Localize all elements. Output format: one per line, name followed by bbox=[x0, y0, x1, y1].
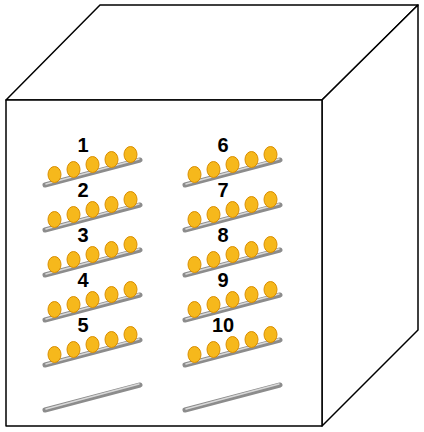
egg bbox=[245, 197, 258, 213]
egg-shelf bbox=[185, 237, 280, 276]
egg bbox=[48, 347, 61, 363]
callout-number: 8 bbox=[217, 225, 228, 245]
egg bbox=[264, 147, 277, 163]
egg-shelf bbox=[45, 237, 140, 276]
callout-number: 6 bbox=[217, 135, 228, 155]
egg bbox=[105, 152, 118, 168]
shelf-highlight bbox=[186, 384, 279, 409]
callout-number: 1 bbox=[77, 135, 88, 155]
egg bbox=[105, 287, 118, 303]
egg bbox=[226, 247, 239, 263]
egg-shelf bbox=[185, 384, 280, 410]
egg bbox=[207, 297, 220, 313]
egg bbox=[124, 192, 137, 208]
egg bbox=[188, 212, 201, 228]
egg bbox=[226, 337, 239, 353]
egg bbox=[48, 167, 61, 183]
shelf-group bbox=[45, 147, 280, 411]
egg bbox=[67, 297, 80, 313]
egg bbox=[245, 152, 258, 168]
egg bbox=[207, 162, 220, 178]
egg bbox=[245, 287, 258, 303]
egg bbox=[124, 327, 137, 343]
callout-number: 7 bbox=[217, 180, 228, 200]
egg bbox=[245, 332, 258, 348]
callout-number: 2 bbox=[77, 180, 88, 200]
egg bbox=[226, 202, 239, 218]
egg bbox=[207, 207, 220, 223]
egg bbox=[207, 342, 220, 358]
egg bbox=[48, 257, 61, 273]
egg bbox=[124, 237, 137, 253]
egg bbox=[105, 332, 118, 348]
egg bbox=[86, 247, 99, 263]
egg-shelf bbox=[45, 192, 140, 231]
egg bbox=[207, 252, 220, 268]
egg-shelf bbox=[45, 384, 140, 410]
shelf-highlight bbox=[46, 384, 139, 409]
egg bbox=[67, 342, 80, 358]
egg bbox=[264, 327, 277, 343]
egg bbox=[67, 162, 80, 178]
egg bbox=[188, 257, 201, 273]
egg bbox=[86, 202, 99, 218]
egg bbox=[48, 212, 61, 228]
callout-number: 5 bbox=[77, 315, 88, 335]
callout-number: 9 bbox=[217, 270, 228, 290]
egg bbox=[86, 337, 99, 353]
egg bbox=[124, 282, 137, 298]
egg bbox=[264, 192, 277, 208]
egg bbox=[264, 237, 277, 253]
egg bbox=[86, 157, 99, 173]
egg bbox=[188, 302, 201, 318]
egg bbox=[67, 207, 80, 223]
egg-shelf bbox=[45, 282, 140, 321]
callout-number: 3 bbox=[77, 225, 88, 245]
egg bbox=[245, 242, 258, 258]
egg-shelf bbox=[185, 147, 280, 186]
egg bbox=[188, 167, 201, 183]
egg bbox=[124, 147, 137, 163]
cabinet-front bbox=[6, 100, 322, 426]
egg bbox=[226, 292, 239, 308]
cabinet-side bbox=[322, 5, 418, 426]
egg bbox=[105, 242, 118, 258]
callout-number: 4 bbox=[77, 270, 88, 290]
egg bbox=[264, 282, 277, 298]
egg bbox=[67, 252, 80, 268]
egg-shelf bbox=[185, 192, 280, 231]
egg-shelf bbox=[45, 147, 140, 186]
egg bbox=[226, 157, 239, 173]
egg bbox=[188, 347, 201, 363]
shelf-bar bbox=[45, 385, 140, 410]
shelf-bar bbox=[185, 385, 280, 410]
egg bbox=[48, 302, 61, 318]
egg bbox=[86, 292, 99, 308]
egg-shelf bbox=[45, 327, 140, 366]
callout-number: 10 bbox=[212, 315, 234, 335]
egg bbox=[105, 197, 118, 213]
